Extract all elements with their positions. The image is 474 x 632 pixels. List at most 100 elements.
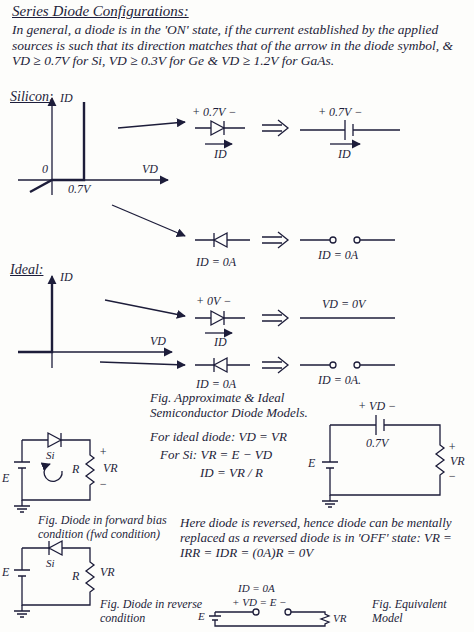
- voltage-label: VD = 0V: [322, 298, 365, 312]
- current-arrow: [205, 143, 232, 144]
- reverse-circuit: [14, 541, 94, 617]
- diode-symbol: [195, 311, 245, 325]
- source-label: E: [2, 566, 9, 580]
- diode-symbol: [214, 233, 227, 247]
- current-arrow: [205, 332, 232, 333]
- equation: ID = VR / R: [200, 466, 263, 481]
- polarity-sign: +: [99, 446, 107, 460]
- diode-symbol: [195, 317, 245, 318]
- figure-caption: Fig. Diode in forward bias condition (fw…: [38, 514, 173, 542]
- equivalent-model-circuit: [209, 616, 221, 620]
- forward-circuit: [44, 464, 62, 481]
- current-label: ID: [338, 148, 351, 162]
- short-circuit: [300, 318, 395, 319]
- note-paragraph: Here diode is reversed, hence diode can …: [180, 516, 470, 561]
- implies-arrow: [262, 120, 288, 136]
- current-label: ID = 0A: [318, 249, 358, 263]
- voltage-label: + 0V −: [196, 295, 231, 309]
- component-label: R: [72, 463, 79, 477]
- threshold-value: 0.7V: [68, 183, 90, 197]
- silicon-characteristic: [18, 98, 168, 195]
- diode-symbol: [195, 127, 245, 128]
- current-label: ID = 0A.: [318, 374, 361, 388]
- diode-symbol: [214, 358, 227, 372]
- open-circuit: [330, 237, 336, 243]
- current-label: ID: [214, 148, 227, 162]
- axis-label: VD: [150, 335, 166, 349]
- diode-symbol: [211, 311, 224, 325]
- open-circuit: [300, 364, 395, 365]
- battery-value: 0.7V: [366, 437, 388, 451]
- implies-arrow: [262, 357, 288, 373]
- open-circuit: [330, 362, 336, 368]
- current-label: ID = 0A: [196, 378, 236, 392]
- forward-circuit: [14, 462, 30, 468]
- voltage-label: + 0.7V −: [318, 106, 362, 120]
- forward-equivalent-circuit: [322, 415, 444, 507]
- note-paragraph: In general, a diode is in the 'ON' state…: [12, 22, 470, 69]
- reverse-circuit: [49, 541, 62, 555]
- diode-symbol: [195, 121, 245, 135]
- forward-circuit: [22, 440, 94, 500]
- polarity-sign: +: [448, 441, 456, 455]
- voltage-label: VR: [100, 566, 115, 580]
- pointer-arrow: [100, 122, 185, 365]
- voltage-label: + VD = E −: [232, 596, 287, 609]
- implies-arrow: [262, 232, 288, 248]
- source-label: E: [198, 610, 205, 623]
- silicon-characteristic: [30, 102, 84, 192]
- component-label: Si: [46, 449, 55, 462]
- polarity-sign: −: [99, 478, 107, 492]
- axis-label: ID: [60, 271, 73, 285]
- reverse-circuit: [22, 548, 94, 605]
- reverse-circuit: [14, 605, 30, 617]
- figure-caption: Fig. Equivalent Model: [372, 598, 468, 626]
- pointer-arrow: [105, 300, 185, 316]
- source-label: E: [308, 457, 315, 471]
- forward-circuit: [14, 433, 94, 512]
- axis-origin: 0: [42, 163, 48, 177]
- silicon-characteristic: [18, 179, 168, 180]
- diode-symbol: [211, 121, 224, 135]
- open-circuit: [354, 237, 360, 243]
- ideal-characteristic: [18, 282, 52, 352]
- voltage-label: VR: [450, 455, 465, 469]
- open-circuit: [300, 239, 395, 240]
- forward-circuit: [48, 433, 61, 447]
- open-circuit: [354, 362, 360, 368]
- voltage-label: + 0.7V −: [192, 106, 236, 120]
- section-heading: Ideal:: [10, 262, 43, 278]
- axis-label: ID: [60, 92, 73, 106]
- equation: For Si: VR = E − VD: [160, 448, 272, 463]
- ideal-characteristic: [18, 276, 172, 368]
- reverse-circuit: [14, 570, 30, 576]
- forward-circuit: [14, 500, 30, 512]
- implies-arrow: [262, 120, 288, 373]
- diode-symbol: [195, 364, 250, 365]
- figure-caption: Fig. Approximate & Ideal Semiconductor D…: [150, 391, 345, 421]
- axis-label: VD: [142, 163, 158, 177]
- section-heading: Silicon:: [10, 89, 54, 105]
- forward-equivalent-circuit: [322, 462, 338, 468]
- voltage-label: + VD −: [358, 400, 396, 414]
- component-label: R: [72, 570, 79, 584]
- current-arrow: [330, 143, 360, 144]
- diode-symbol: [195, 239, 250, 240]
- equivalent-model-circuit: [209, 609, 329, 626]
- forward-equivalent-circuit: [322, 495, 338, 507]
- equivalent-model-circuit: [253, 609, 259, 615]
- source-label: E: [2, 472, 9, 486]
- pointer-arrow: [112, 205, 185, 236]
- implies-arrow: [262, 310, 288, 326]
- page-title: Series Diode Configurations:: [12, 3, 189, 20]
- battery-symbol: [300, 120, 400, 140]
- voltage-label: VR: [103, 462, 118, 476]
- pointer-arrow: [100, 362, 185, 365]
- open-circuit: [300, 237, 395, 243]
- component-label: Si: [46, 557, 55, 570]
- equation: For ideal diode: VD = VR: [150, 430, 287, 445]
- equivalent-model-circuit: [215, 612, 329, 626]
- current-label: ID = 0A: [238, 582, 275, 595]
- pointer-arrow: [118, 122, 185, 128]
- diode-symbol: [195, 358, 250, 372]
